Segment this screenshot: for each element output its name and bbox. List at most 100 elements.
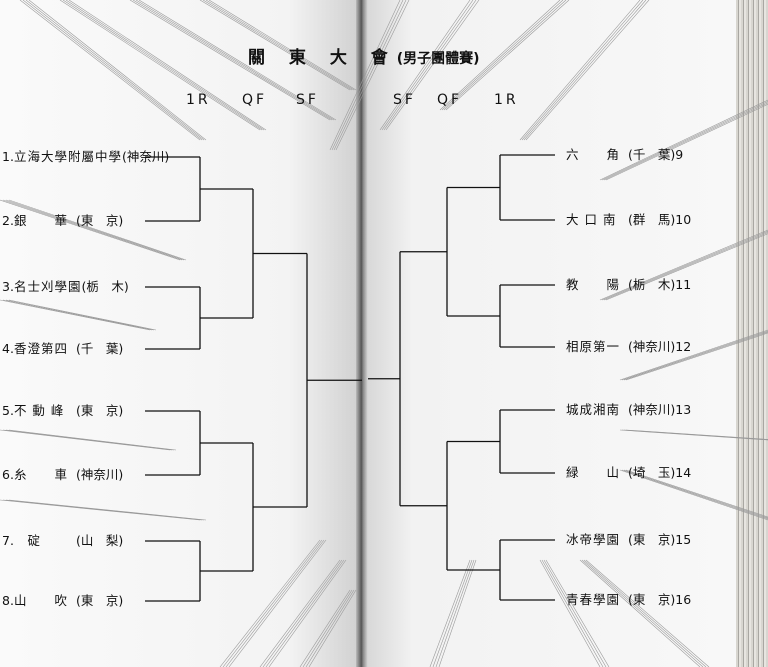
team-school: 不 動 峰 [13,403,65,418]
team-prefecture: (東 京) [628,592,676,607]
ray-line [205,0,355,91]
team-seed: 4. [2,341,14,356]
round-label-sf-left: SF [296,92,319,108]
team-seed: 16 [675,592,692,607]
team-prefecture: (神奈川) [628,339,676,354]
ray-line [583,559,707,667]
team-prefecture: (山 梨) [75,533,124,548]
team-school: 教 陽 [566,277,621,292]
page-title: 關 東 大 會(男子團體賽) [248,43,480,68]
ray-line [381,0,474,131]
left-team-entry: 7. 碇 (山 梨) [2,533,123,549]
team-seed: 11 [675,277,692,292]
ray-line [521,0,644,141]
team-prefecture: (千 葉) [75,341,124,356]
team-prefecture: (神奈川) [628,402,676,417]
round-label-sf-right: SF [393,92,416,108]
ray-line [601,230,768,301]
ray-line [603,102,768,181]
ray-line [2,299,153,331]
team-seed: 12 [675,339,692,354]
ray-line [259,559,341,667]
left-team-entry: 1.立海大學附屬中學(神奈川) [2,149,169,165]
team-seed: 9 [675,147,684,162]
ray-line [265,559,345,667]
team-seed: 2. [2,213,14,228]
ray-line [329,0,401,151]
ray-line [68,0,267,131]
ray-line [625,469,768,518]
ray-line [5,199,185,261]
team-seed: 5. [2,403,14,418]
ray-line [222,539,323,667]
ray-line [383,0,477,131]
team-prefecture: (東 京) [628,532,676,547]
left-page [0,0,362,667]
ray-line [135,0,335,121]
ray-line [585,559,710,667]
ray-line [605,103,768,181]
ray-line [331,0,404,151]
ray-line [138,0,337,121]
ray-line [8,299,157,331]
title-main: 關 東 大 會 [248,48,397,68]
right-team-entry: 大 口 南(群 馬)10 [566,212,691,228]
ray-line [305,589,355,667]
ray-line [19,0,201,141]
ray-line [0,199,181,261]
ray-line [623,331,768,381]
ray-line [599,99,768,181]
team-seed: 1. [2,149,14,164]
ray-line [523,0,647,141]
ray-line [432,559,473,667]
team-prefecture: (栃 木) [628,277,676,292]
ray-line [623,469,768,519]
ray-line [2,199,183,261]
team-school: 山 吹 [13,593,68,608]
ray-line [581,559,704,667]
ray-line [28,0,207,141]
left-team-entry: 2.銀 華(東 京) [2,213,123,229]
ray-line [445,0,570,111]
team-prefecture: (東 京) [75,593,124,608]
ray-line [385,0,480,131]
team-prefecture: (埼 玉) [628,465,676,480]
team-school: 青春學園 [566,592,621,607]
ray-line [625,332,768,381]
ray-line [199,0,351,91]
team-school: 立海大學附屬中學 [13,149,122,164]
ray-line [539,559,601,667]
team-seed: 14 [675,465,692,480]
ray-line [268,559,347,667]
left-team-entry: 3.名士刈學園(栃 木) [2,279,129,295]
team-prefecture: (神奈川) [75,467,124,482]
team-seed: 8. [2,593,14,608]
ray-line [65,0,265,131]
left-team-entry: 4.香澄第四(千 葉) [2,341,123,357]
ray-line [8,499,207,521]
ray-line [519,0,641,141]
ray-line [208,0,357,91]
right-team-entry: 緑 山(埼 玉)14 [566,465,691,481]
ray-line [333,0,407,151]
book-gutter [356,0,368,667]
ray-line [335,0,410,151]
ray-line [22,0,203,141]
team-seed: 10 [675,212,692,227]
ray-line [228,539,327,667]
round-label-qf-left: QF [242,92,268,108]
left-team-entry: 5.不 動 峰(東 京) [2,403,123,419]
ray-line [621,330,768,381]
team-seed: 3. [2,279,14,294]
team-prefecture: (千 葉) [628,147,676,162]
ray-line [299,589,351,667]
team-school: 相原第一 [566,339,621,354]
ray-line [439,0,561,111]
ray-line [435,559,475,667]
team-school: 六 角 [566,147,621,162]
right-team-entry: 教 陽 (栃 木)11 [566,277,691,293]
ray-line [59,0,261,131]
ray-line [619,469,768,521]
right-team-entry: 冰帝學園(東 京)15 [566,532,691,548]
